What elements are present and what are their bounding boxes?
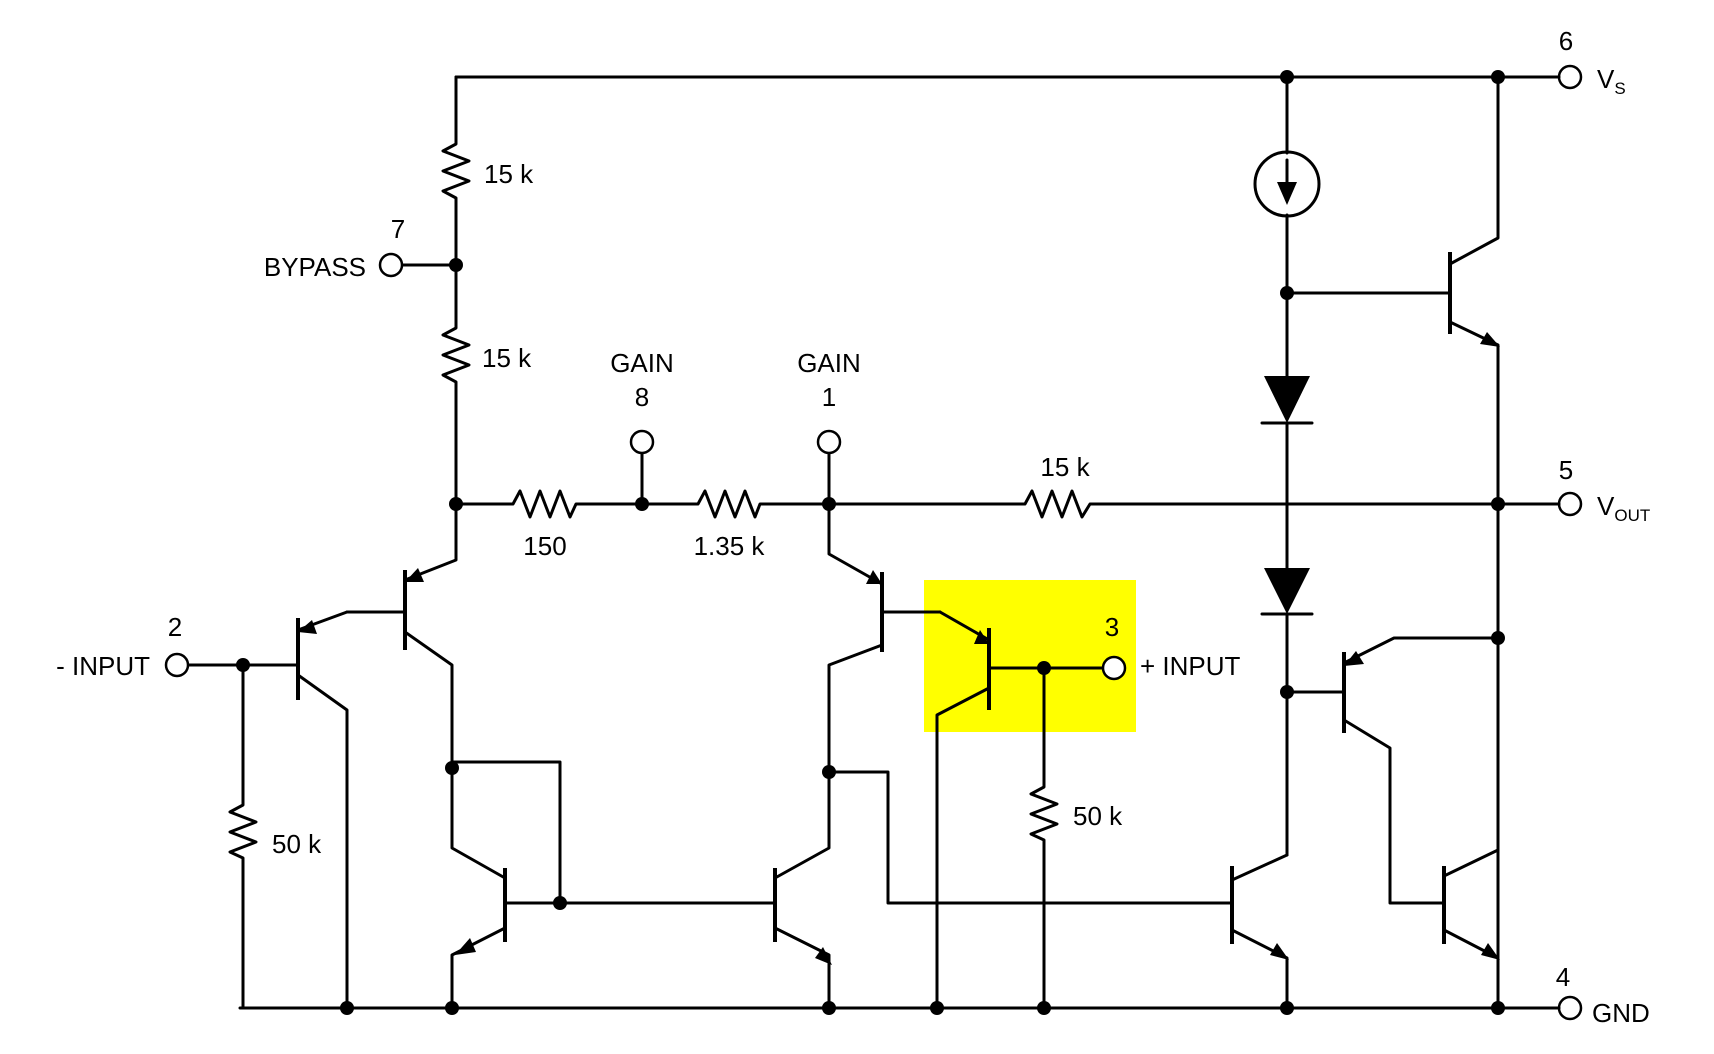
pin-gain8-number: 8: [635, 382, 649, 412]
pin-neg-input-label: - INPUT: [56, 651, 150, 681]
q-out-driver-wire: [1285, 636, 1500, 905]
pin-vout-label: VOUT: [1597, 491, 1650, 525]
pin-pos-input: [1101, 655, 1127, 681]
pin-gain8: [629, 429, 655, 455]
resistor-50k-right-label: 50 k: [1073, 801, 1123, 831]
pin-vs-number: 6: [1559, 26, 1573, 56]
transistor-q-neg-input: [296, 610, 349, 1010]
pin-gain1-number: 1: [822, 382, 836, 412]
current-source-arrow: [1277, 182, 1297, 205]
q-right-upper-arrow: [866, 570, 882, 584]
diode-upper-icon: [1264, 376, 1310, 423]
current-source-icon: [1253, 150, 1321, 218]
q-sink-arrow: [1270, 943, 1289, 960]
pin-vout-number: 5: [1559, 455, 1573, 485]
pin-bypass-label: BYPASS: [264, 252, 366, 282]
transistor-q-left-upper: [345, 502, 458, 764]
q-out-lower-arrow: [1481, 943, 1500, 960]
resistor-150: [503, 489, 585, 519]
mirror-left-wire: [450, 760, 562, 905]
q-sink-wire: [1230, 853, 1289, 1010]
resistor-15k-feedback-label: 15 k: [1040, 452, 1090, 482]
q-out-driver-arrow: [1344, 651, 1364, 666]
transistor-q-right-upper: [827, 502, 942, 764]
mirror-right-wire: [773, 760, 1234, 905]
resistor-50k-left-label: 50 k: [272, 829, 322, 859]
mirror-left-bottom: [450, 926, 507, 1010]
mirror-left-arrow: [455, 938, 476, 955]
pin-gnd: [1557, 995, 1583, 1021]
resistor-15k-feedback: [1015, 489, 1099, 519]
q-neg-input-arrow: [298, 620, 317, 634]
pin-pos-input-number: 3: [1105, 612, 1119, 642]
highlight-box: [924, 580, 1136, 732]
resistor-15k-top: [441, 135, 471, 208]
resistor-1-35k: [688, 489, 767, 519]
pin-gain1-label: GAIN: [797, 348, 861, 378]
resistor-15k-mid-label: 15 k: [482, 343, 532, 373]
junction-dots: [236, 70, 1505, 1015]
mirror-right-arrow: [815, 947, 832, 965]
pin-gnd-number: 4: [1556, 962, 1570, 992]
resistor-1-35k-label: 1.35 k: [694, 531, 766, 561]
q-left-upper-arrow: [405, 568, 424, 582]
pin-gain8-label: GAIN: [610, 348, 674, 378]
pin-vs: [1557, 64, 1583, 90]
pin-bypass: [378, 252, 404, 278]
resistor-50k-right: [1029, 778, 1059, 846]
q-pos-input-arrow: [974, 630, 989, 644]
resistor-150-label: 150: [523, 531, 566, 561]
q-out-upper-arrow: [1480, 332, 1500, 347]
resistor-15k-top-label: 15 k: [484, 159, 534, 189]
resistor-50k-left: [228, 796, 258, 864]
resistor-15k-mid: [441, 319, 471, 391]
pin-stubs: [1551, 75, 1561, 1010]
pin-pos-input-label: + INPUT: [1140, 651, 1241, 681]
diode-lower-icon: [1264, 568, 1310, 614]
q-out-upper-wire: [1285, 75, 1500, 1010]
mirror-right-bottom: [773, 926, 831, 1010]
q-out-lower-wire: [1442, 848, 1500, 1010]
pin-neg-input: [164, 652, 190, 678]
pin-vs-label: VS: [1597, 64, 1626, 98]
pin-bypass-number: 7: [391, 214, 405, 244]
pin-vout: [1557, 491, 1583, 517]
pin-neg-input-number: 2: [168, 612, 182, 642]
pin-gain1: [816, 429, 842, 455]
pin-gnd-label: GND: [1592, 998, 1650, 1028]
